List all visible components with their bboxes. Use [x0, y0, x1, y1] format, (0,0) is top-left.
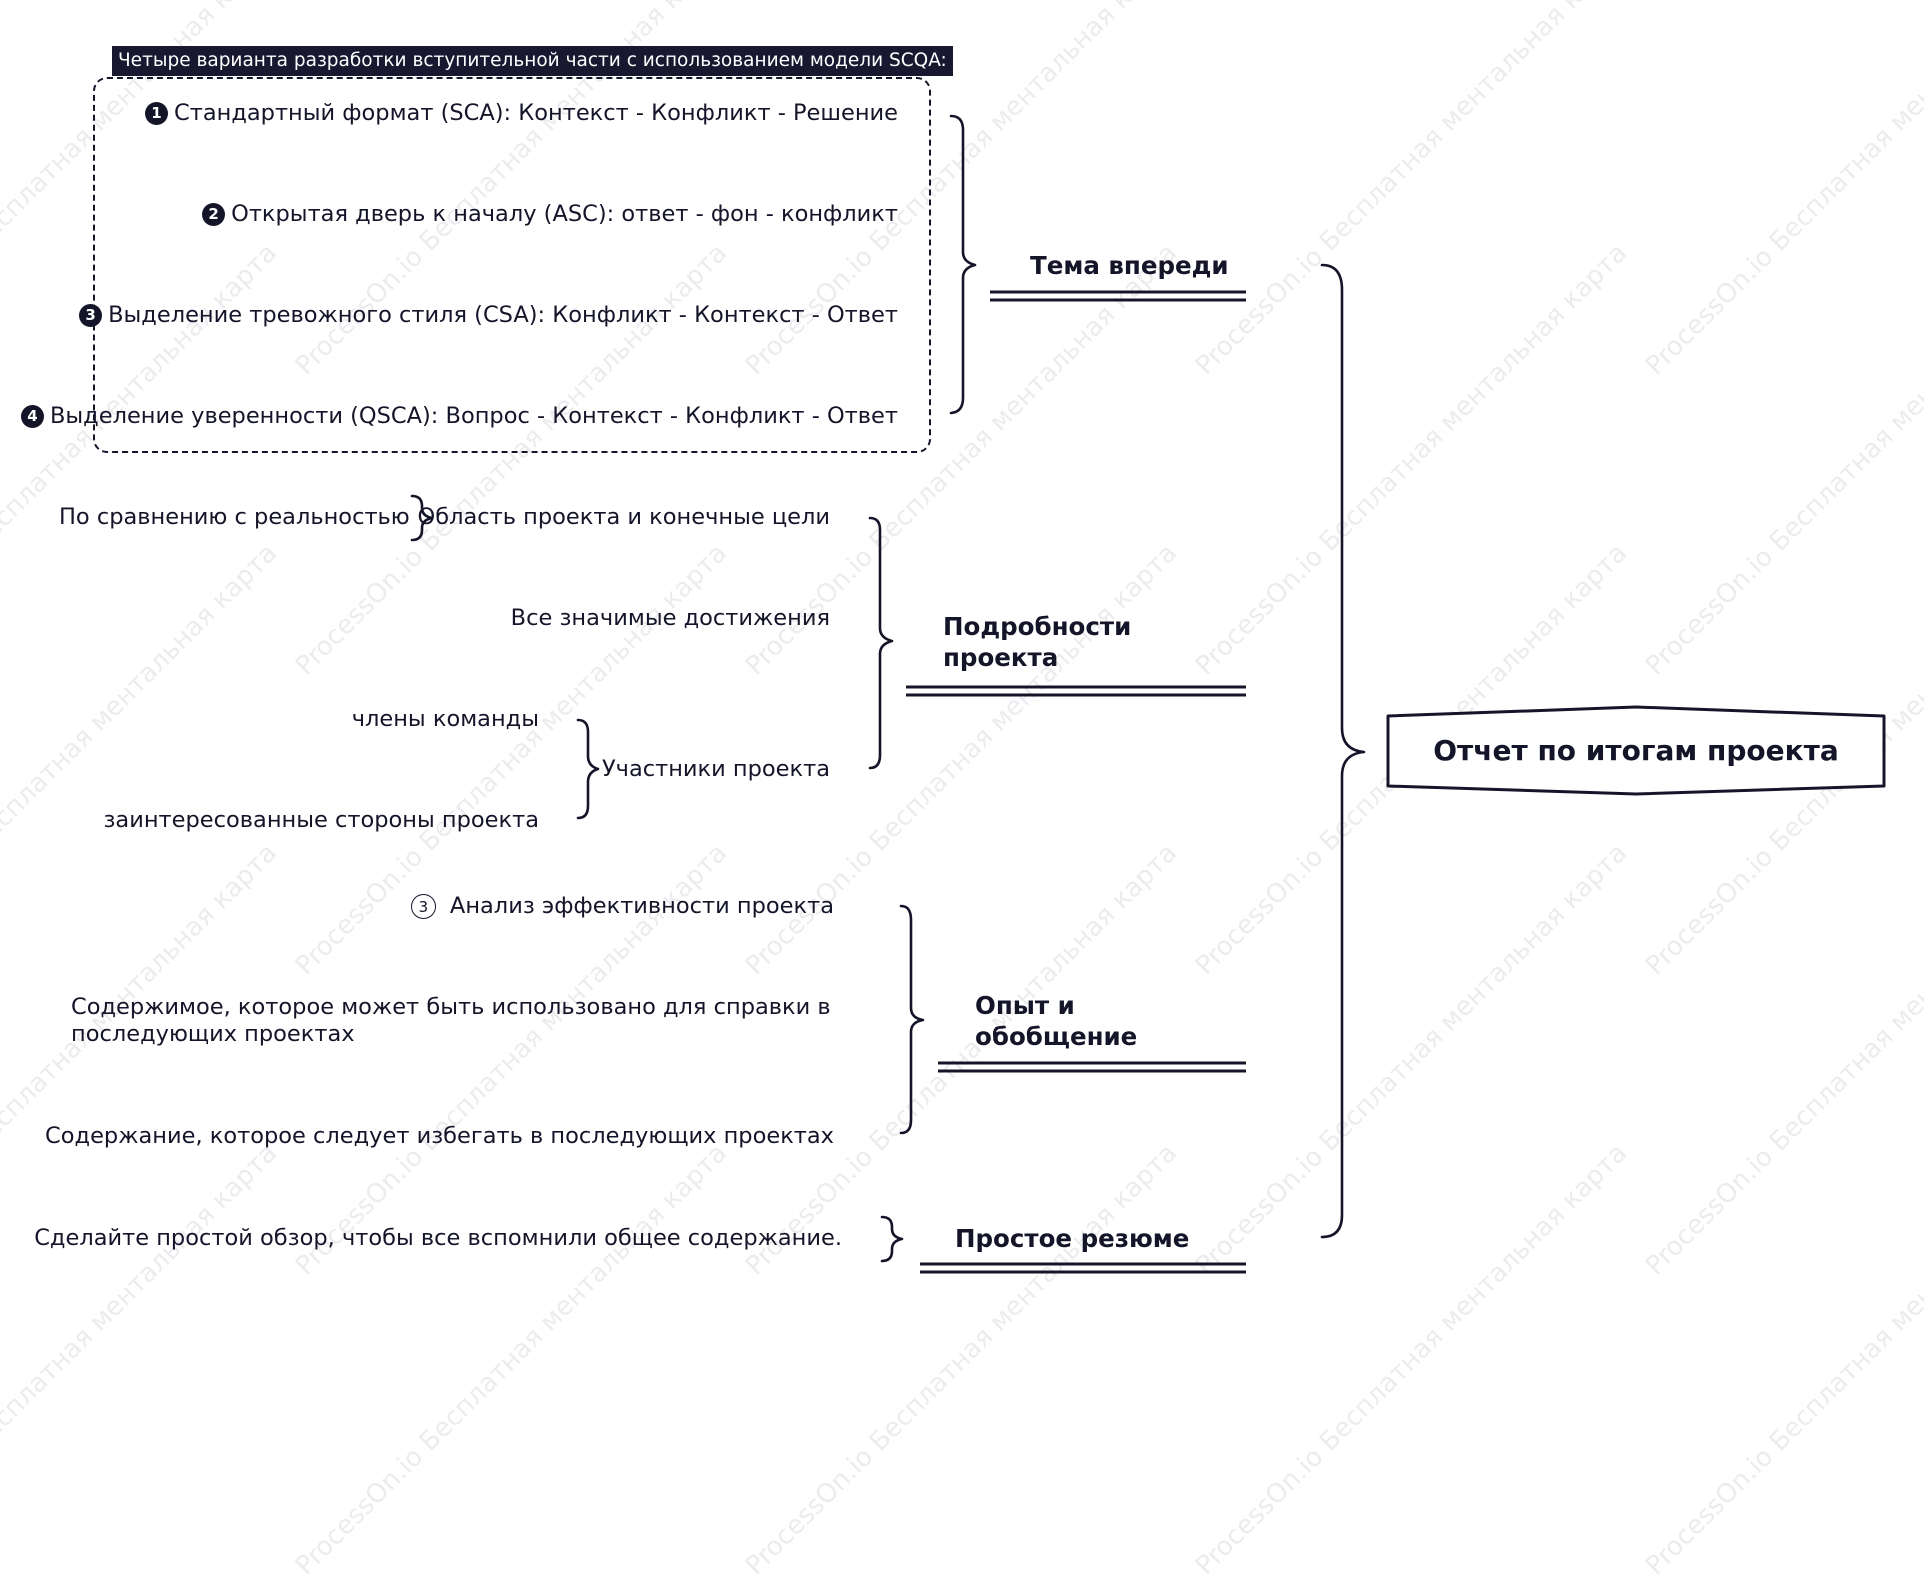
node-reusable[interactable]: Содержимое, которое может быть использов… [71, 994, 831, 1047]
participants-brace [576, 718, 600, 820]
root-bracket [1320, 263, 1366, 1239]
connector-layer [410, 114, 1366, 1274]
node-achievements[interactable]: Все значимые достижения [510, 605, 830, 631]
summary-brace [880, 1215, 904, 1263]
node-analysis-text: Анализ эффективности проекта [449, 893, 834, 919]
branch-theme[interactable]: Тема впереди [1030, 251, 1229, 280]
node-participants[interactable]: Участники проекта [601, 756, 830, 782]
node-avoid[interactable]: Содержание, которое следует избегать в п… [45, 1123, 834, 1149]
number-3-outline-icon: 3 [410, 894, 436, 919]
branch-details[interactable]: Подробности проекта [943, 612, 1132, 672]
scqa-item-1-text: Стандартный формат (SCA): Контекст - Кон… [174, 100, 898, 126]
number-1-icon: 1 [145, 102, 168, 125]
node-analysis[interactable]: 3 Анализ эффективности проекта [410, 892, 834, 920]
scqa-item-4-text: Выделение уверенности (QSCA): Вопрос - К… [49, 403, 898, 429]
root-node[interactable]: Отчет по итогам проекта [1386, 704, 1886, 797]
number-4-icon: 4 [20, 405, 44, 428]
scqa-item-3-text: Выделение тревожного стиля (CSA): Конфли… [108, 302, 898, 328]
scqa-item-1[interactable]: 1 Стандартный формат (SCA): Контекст - Ко… [145, 99, 898, 127]
number-2-icon: 2 [202, 203, 226, 226]
root-node-shape [1386, 705, 1886, 796]
node-team[interactable]: члены команды [351, 706, 539, 732]
root-label: Отчет по итогам проекта [1433, 734, 1839, 767]
node-review[interactable]: Сделайте простой обзор, чтобы все вспомн… [34, 1225, 842, 1251]
branch-summary[interactable]: Простое резюме [955, 1224, 1190, 1253]
experience-bracket [899, 904, 925, 1135]
theme-bracket [949, 114, 977, 415]
scqa-note-header: Четыре варианта разработки вступительной… [112, 46, 953, 76]
scope-note-brace [410, 494, 434, 542]
details-bracket [868, 516, 894, 770]
number-3-icon: 3 [79, 304, 103, 327]
branch-experience[interactable]: Опыт и обобщение [975, 991, 1138, 1051]
node-stakeholders[interactable]: заинтересованные стороны проекта [103, 807, 539, 833]
scqa-item-2-text: Открытая дверь к началу (ASC): ответ - ф… [231, 201, 898, 227]
node-scope-note[interactable]: По сравнению с реальностью [59, 504, 410, 530]
node-scope[interactable]: Область проекта и конечные цели [417, 504, 831, 530]
scqa-note-box[interactable] [93, 77, 931, 453]
